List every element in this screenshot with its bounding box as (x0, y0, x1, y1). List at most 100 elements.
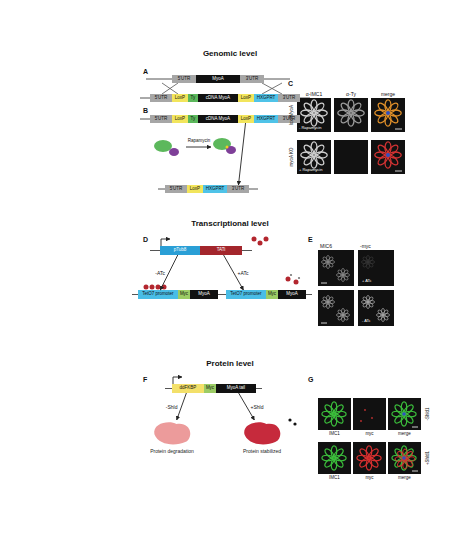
nucleus (386, 111, 390, 115)
segment-label: Myc (268, 292, 276, 297)
parasite-rosette (322, 402, 346, 426)
section-heading: B (143, 107, 148, 114)
arrow-connector (224, 255, 244, 290)
segment-label: 3'UTR (283, 96, 296, 101)
gene-segment: LoxP (238, 94, 254, 102)
section-heading: A (143, 68, 148, 75)
segment-label: HXGPRT (257, 117, 276, 122)
gene-segment: cDNA MyoA (198, 94, 238, 102)
annotation-label: myc (365, 432, 373, 437)
micrograph (334, 98, 368, 132)
parasite-rosette (321, 295, 334, 308)
micrograph (371, 140, 405, 174)
section-heading: G (308, 376, 313, 383)
reaction-arrow (186, 147, 211, 148)
annotation-label: myoA KO (290, 147, 295, 166)
signal-dot (371, 417, 373, 419)
recombination-cross (162, 83, 178, 94)
edge-label: +ATc (238, 270, 249, 275)
protein-shape (244, 422, 280, 444)
parasite-rosette (357, 446, 381, 470)
gene-segment: TetO7 promoter (138, 290, 178, 299)
segment-label: MyoA (212, 77, 224, 82)
cre-dimer (226, 146, 236, 154)
section-heading: Transcriptional level (191, 220, 268, 228)
promoter-arrow (173, 377, 182, 384)
micrograph (388, 398, 421, 430)
micrograph (371, 98, 405, 132)
parasite-rosette (361, 295, 374, 308)
section-heading: F (143, 376, 147, 383)
segment-label: 3'UTR (232, 187, 245, 192)
gene-segment: LoxP (172, 115, 188, 123)
recombination-cross (262, 83, 282, 94)
shield-molecule (293, 422, 296, 425)
parasite-rosette (392, 402, 416, 426)
arrow-connector (238, 123, 245, 185)
parasite-rosette (375, 100, 401, 126)
segment-label: 5'UTR (155, 96, 168, 101)
gene-segment: TATi (200, 246, 242, 255)
section-heading: C (288, 80, 293, 87)
protein-caption: Protein stabilized (243, 449, 281, 454)
protein-shape (240, 420, 284, 446)
protein-shape (150, 420, 194, 446)
segment-label: HXGPRT (206, 187, 225, 192)
gene-segment: MyoA (278, 290, 306, 299)
gene-segment: 5'UTR (150, 115, 172, 123)
scale-bar (412, 471, 418, 472)
micrograph (318, 290, 354, 326)
tati-protein (286, 277, 291, 282)
segment-label: MyoA tail (227, 386, 245, 391)
micrograph (297, 140, 331, 174)
segment-label: TetO7 promoter (142, 292, 173, 297)
parasite-rosette (375, 142, 401, 168)
protein-shape (154, 422, 190, 444)
segment-label: LoxP (175, 117, 185, 122)
gene-segment: MyoA (190, 290, 218, 299)
protein-caption: Protein degradation (150, 449, 194, 454)
parasite-rosette (336, 268, 349, 281)
tati-protein (264, 237, 269, 242)
signal-dot (364, 409, 366, 411)
micrograph (358, 250, 394, 286)
segment-label: 5'UTR (178, 77, 191, 82)
recombination-cross (262, 83, 282, 94)
parasite-rosette (301, 100, 327, 126)
gene-segment: HXGPRT (254, 115, 278, 123)
parasite-rosette (336, 308, 349, 321)
scale-bar (321, 283, 327, 284)
segment-label: Ty (191, 96, 196, 101)
protein-blob: Protein degradation (150, 420, 194, 446)
annotation-label: α-IMC1 (306, 92, 323, 97)
parasite-rosette (321, 255, 334, 268)
atc-molecule (298, 277, 300, 279)
nucleus (402, 456, 406, 460)
protein-blob: Protein stabilized (240, 420, 284, 446)
gene-segment: LoxP (172, 94, 188, 102)
parasite-rosette (322, 446, 346, 470)
annotation-label: Rapamycin (188, 139, 211, 144)
segment-label: MyoA (286, 292, 298, 297)
nucleus (402, 412, 406, 416)
segment-label: 5'UTR (155, 117, 168, 122)
segment-label: LoxP (175, 96, 185, 101)
micrograph (318, 250, 354, 286)
edge-label: -Shld (166, 404, 178, 409)
recombination-cross (162, 83, 178, 94)
tati-protein (144, 285, 149, 290)
micrograph (353, 398, 386, 430)
annotation-label: + Rapamycin (299, 168, 322, 172)
gene-segment: Myc (204, 384, 216, 393)
gene-segment: Ty (188, 94, 198, 102)
segment-label: Ty (191, 117, 196, 122)
micrograph (358, 290, 394, 326)
segment-label: Myc (206, 386, 214, 391)
gene-segment: pTub8 (160, 246, 200, 255)
scale-bar (395, 171, 402, 172)
shield-molecule (288, 418, 291, 421)
section-heading: Protein level (206, 360, 254, 368)
edge-label: -ATc (155, 270, 165, 275)
annotation-label: α-Ty (346, 92, 356, 97)
gene-segment: MyoA (196, 75, 240, 83)
